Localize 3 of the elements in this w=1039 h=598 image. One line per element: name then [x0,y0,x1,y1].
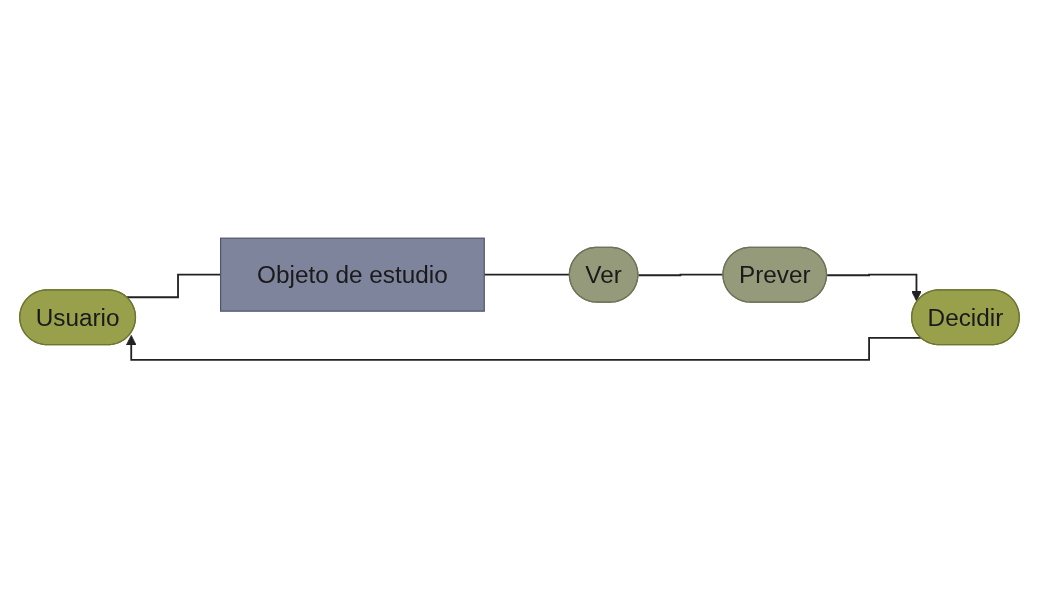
arrow [826,273,922,302]
node-box: Objeto de estudio [220,237,485,312]
arrow [125,334,922,361]
